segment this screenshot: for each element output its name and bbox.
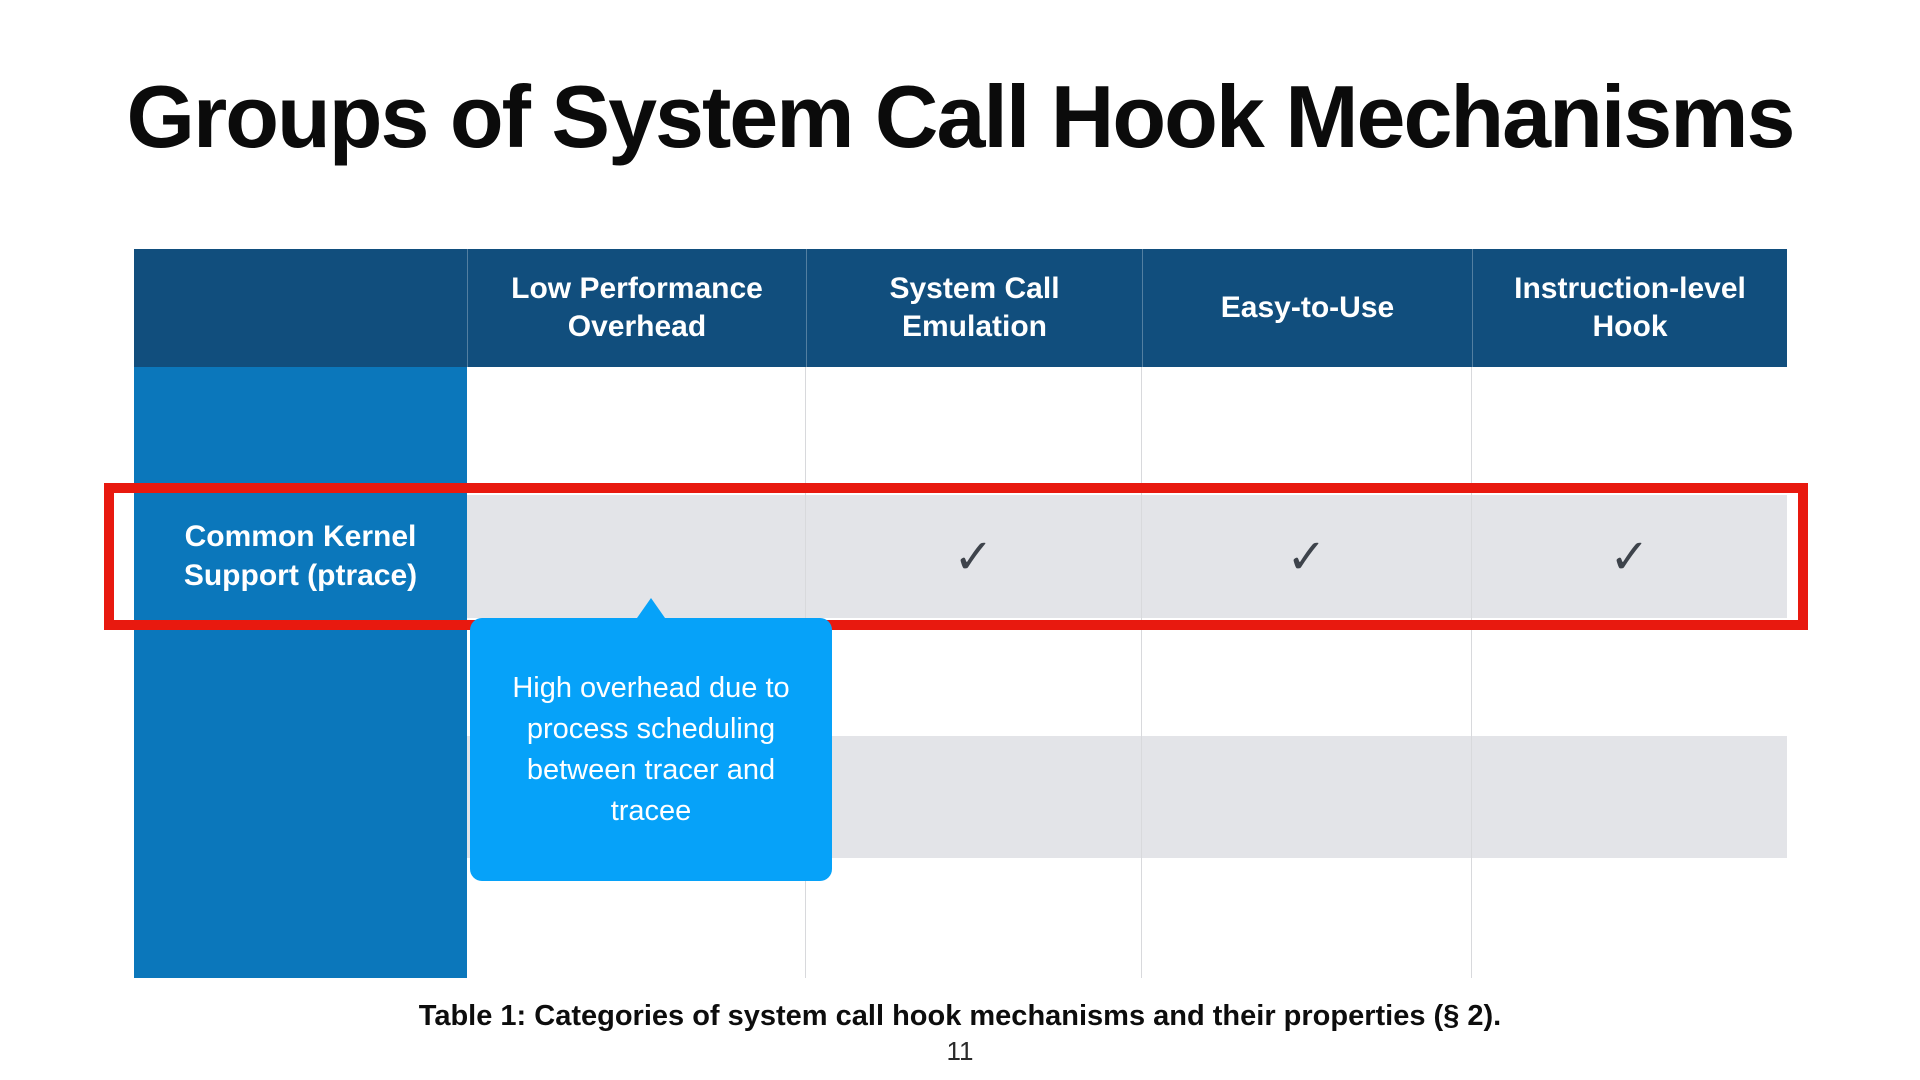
table-header-row: Low Performance Overhead System Call Emu…	[134, 249, 1787, 367]
table-cell	[1472, 736, 1787, 858]
table-row-highlighted: ✓ ✓ ✓	[467, 495, 1787, 618]
callout-arrow-icon	[637, 598, 665, 618]
table-cell	[806, 736, 1142, 858]
column-header-instruction-level-hook: Instruction-level Hook	[1472, 249, 1787, 367]
table-cell	[467, 367, 806, 495]
table-cell	[1142, 858, 1472, 978]
table-cell	[1142, 736, 1472, 858]
checkmark-icon: ✓	[806, 495, 1142, 618]
column-header-system-call-emulation: System Call Emulation	[806, 249, 1142, 367]
mechanism-table: Low Performance Overhead System Call Emu…	[134, 249, 1787, 978]
table-cell	[467, 858, 806, 978]
table-cell	[806, 618, 1142, 736]
table-caption: Table 1: Categories of system call hook …	[418, 1000, 1502, 1032]
page-number: 11	[946, 1036, 974, 1066]
table-cell	[1142, 367, 1472, 495]
table-row	[467, 367, 1787, 495]
checkmark-icon: ✓	[1609, 530, 1650, 584]
slide-title: Groups of System Call Hook Mechanisms	[126, 67, 1796, 166]
table-cell	[1142, 618, 1472, 736]
corner-cell	[134, 249, 467, 367]
table-cell	[1472, 858, 1787, 978]
table-cell	[806, 367, 1142, 495]
table-cell	[806, 858, 1142, 978]
row-group-label-common-kernel-support: Common Kernel Support (ptrace)	[183, 520, 418, 592]
table-cell	[467, 495, 806, 618]
table-cell	[1472, 367, 1787, 495]
table-cell	[1472, 618, 1787, 736]
column-header-low-performance-overhead: Low Performance Overhead	[467, 249, 806, 367]
table-body: Common Kernel Support (ptrace) ✓ ✓ ✓	[134, 367, 1787, 978]
row-group-column: Common Kernel Support (ptrace)	[134, 367, 467, 978]
callout-bubble: High overhead due to process scheduling …	[470, 598, 832, 881]
table-row	[467, 858, 1787, 978]
highlight-rectangle	[104, 483, 1808, 630]
column-header-easy-to-use: Easy-to-Use	[1142, 249, 1472, 367]
checkmark-icon: ✓	[1142, 495, 1472, 618]
